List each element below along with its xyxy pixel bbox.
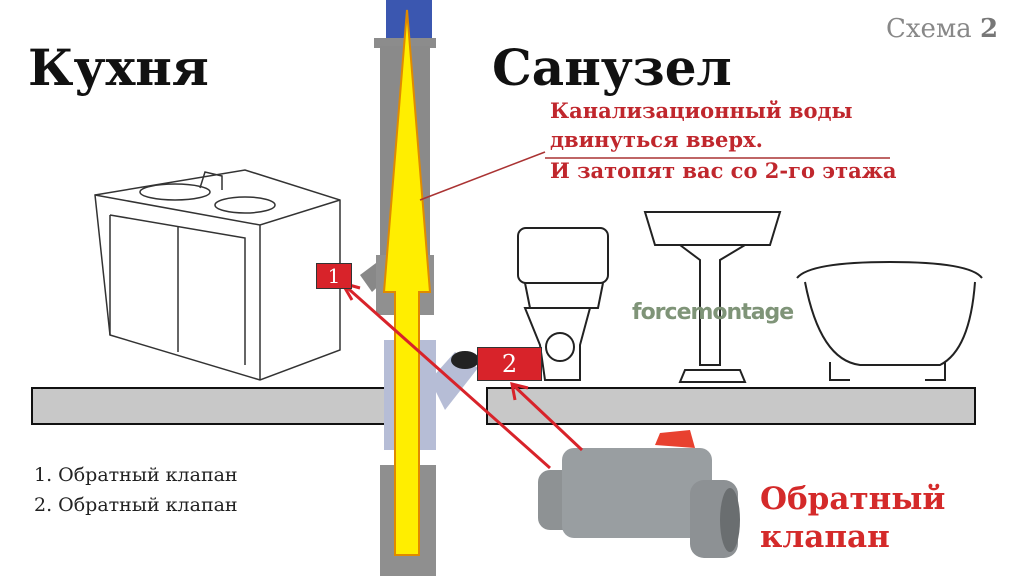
kitchen-sink-cabinet [94, 169, 341, 381]
scheme-label: Схема 2 [886, 14, 998, 44]
scheme-number: 2 [979, 14, 999, 44]
leader-line [419, 151, 546, 201]
warning-line-3: И затопят вас со 2-го этажа [550, 158, 897, 183]
valve-caption-line-2: клапан [760, 519, 890, 555]
scheme-text: Схема [886, 14, 972, 44]
flow-up-arrow [382, 9, 432, 556]
toilet [517, 227, 609, 381]
kitchen-title: Кухня [28, 38, 209, 97]
watermark: forcemontage [632, 300, 794, 325]
wash-basin [643, 211, 782, 383]
legend-item-1: 1. Обратный клапан [34, 464, 238, 486]
valve-caption-line-1: Обратный [760, 481, 946, 517]
floor-slab [31, 387, 976, 425]
marker-2: 2 [477, 347, 542, 381]
legend-item-2: 2. Обратный клапан [34, 494, 238, 516]
check-valve-image [538, 430, 740, 558]
marker-1: 1 [316, 263, 352, 289]
pointer-arrows [338, 280, 584, 470]
warning-line-1: Канализационный воды [550, 98, 853, 123]
bathtub [796, 260, 983, 381]
warning-line-2: двинуться вверх. [550, 127, 763, 152]
bathroom-title: Санузел [492, 38, 732, 97]
